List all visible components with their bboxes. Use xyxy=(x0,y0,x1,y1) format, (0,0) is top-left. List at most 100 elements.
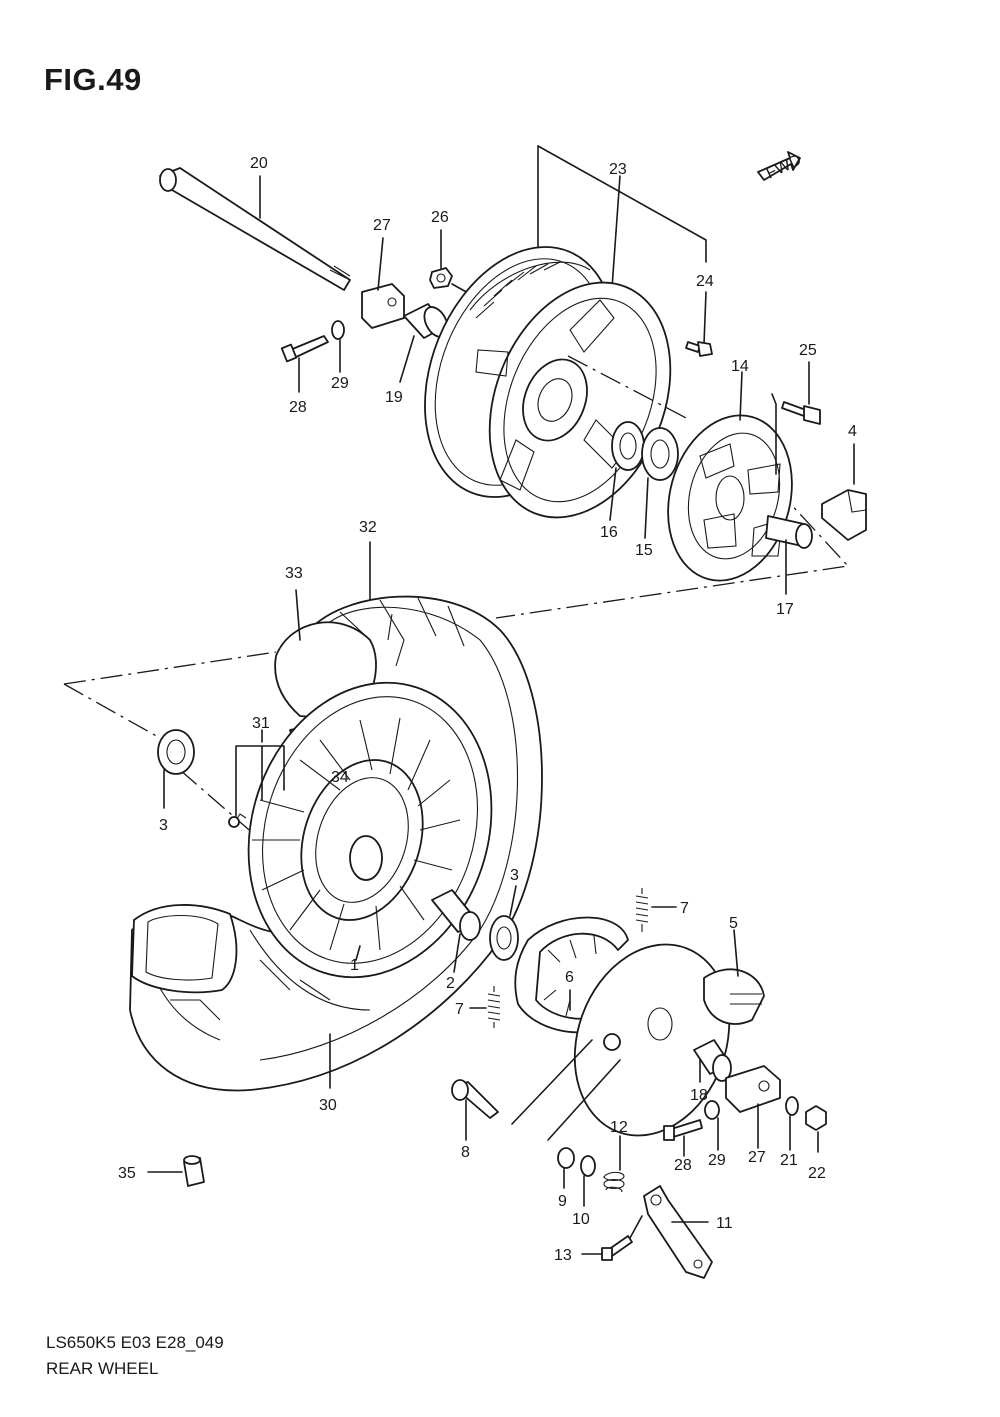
callout-35: 35 xyxy=(118,1165,136,1182)
brake-cam-spring-part xyxy=(603,1171,625,1193)
axle-nut-part xyxy=(805,1105,827,1131)
brake-cam-lever-part xyxy=(643,1185,713,1279)
callout-25: 25 xyxy=(799,342,817,359)
brake-panel-spacer-part xyxy=(693,1039,732,1082)
brake-panel-part xyxy=(573,943,765,1137)
washer-part xyxy=(580,1155,596,1177)
callout-11: 11 xyxy=(716,1215,733,1232)
callout-28: 28 xyxy=(289,399,307,416)
callout-27: 27 xyxy=(373,217,391,234)
chain-adjuster-part xyxy=(725,1065,781,1113)
inner-tube-part xyxy=(131,621,377,994)
callout-10: 10 xyxy=(572,1211,590,1228)
callout-23: 23 xyxy=(609,161,627,178)
leader-line xyxy=(703,291,707,345)
callout-4: 4 xyxy=(848,423,857,440)
callout-26: 26 xyxy=(431,209,449,226)
diagram-code: LS650K5 E03 E28_049 xyxy=(46,1333,224,1352)
brake-cam-shaft-part xyxy=(451,1079,499,1119)
callout-32: 32 xyxy=(359,519,377,536)
callout-24: 24 xyxy=(696,273,714,290)
callout-29: 29 xyxy=(331,375,349,392)
oil-seal-part xyxy=(611,421,645,471)
callout-21: 21 xyxy=(780,1152,798,1169)
callout-6: 6 xyxy=(565,969,574,986)
brake-shoe-spring-part xyxy=(487,986,501,1028)
valve-cap-part xyxy=(183,1155,205,1187)
wheel-rim-part xyxy=(247,681,493,1011)
bolt-part xyxy=(685,341,713,357)
callout-3-right: 3 xyxy=(510,867,519,884)
alignment-line xyxy=(63,683,161,739)
leader-line xyxy=(771,393,777,475)
callout-27-lower: 27 xyxy=(748,1149,766,1166)
callout-13: 13 xyxy=(554,1247,572,1264)
brake-shoe-spring-part xyxy=(635,888,649,932)
nut-part xyxy=(429,267,453,289)
callout-19: 19 xyxy=(385,389,403,406)
bolt-part xyxy=(280,335,329,363)
bolt-part xyxy=(663,1119,703,1141)
callout-17: 17 xyxy=(776,601,794,618)
spacer-part xyxy=(403,303,449,339)
washer-part xyxy=(785,1096,799,1116)
circlip-part xyxy=(557,1147,575,1169)
callout-9: 9 xyxy=(558,1193,567,1210)
bearing-part xyxy=(157,729,195,775)
nut-part xyxy=(704,1100,720,1120)
leader-line xyxy=(399,335,415,383)
leader-line xyxy=(453,933,461,973)
callout-18: 18 xyxy=(690,1087,708,1104)
callout-14: 14 xyxy=(731,358,749,375)
leader-line xyxy=(629,1215,643,1239)
callout-16: 16 xyxy=(600,524,618,541)
rear-sprocket-hub-part xyxy=(424,246,672,519)
leader-line xyxy=(509,885,517,917)
callout-7-lower: 7 xyxy=(455,1001,464,1018)
nut-part xyxy=(331,320,345,340)
drum-shaft-part xyxy=(765,515,813,549)
wheel-damper-part xyxy=(821,489,867,541)
diagram-name: REAR WHEEL xyxy=(46,1359,159,1378)
bearing-part xyxy=(641,427,679,481)
bearing-part xyxy=(489,915,519,961)
callout-5: 5 xyxy=(729,915,738,932)
leader-line xyxy=(733,929,739,977)
callout-8: 8 xyxy=(461,1144,470,1161)
callout-20: 20 xyxy=(250,155,268,172)
callout-2: 2 xyxy=(446,975,455,992)
callout-12: 12 xyxy=(610,1119,628,1136)
callout-22: 22 xyxy=(808,1165,826,1182)
leader-line xyxy=(377,237,384,291)
leader-line xyxy=(355,945,361,961)
axle-part xyxy=(159,167,351,291)
hub-spacer-part xyxy=(431,889,481,941)
bolt-part xyxy=(781,401,821,425)
leader-line xyxy=(611,175,621,289)
callout-1: 1 xyxy=(350,957,359,974)
leader-line xyxy=(644,477,649,539)
leader-line xyxy=(739,371,743,421)
callout-34: 34 xyxy=(331,769,349,786)
callout-29-lower: 29 xyxy=(708,1152,726,1169)
figure-title: FIG.49 xyxy=(44,62,142,97)
spoke-part xyxy=(228,813,247,828)
chain-adjuster-part xyxy=(361,283,405,329)
callout-3-left: 3 xyxy=(159,817,168,834)
callout-33: 33 xyxy=(285,565,303,582)
leader-line xyxy=(295,589,301,641)
fwd-label: FWD xyxy=(764,152,804,183)
leader-line xyxy=(537,145,707,263)
callout-7-upper: 7 xyxy=(680,900,689,917)
callout-28-lower: 28 xyxy=(674,1157,692,1174)
leader-line xyxy=(235,729,285,817)
leader-line xyxy=(609,467,617,521)
alignment-line xyxy=(567,355,691,421)
leader-line xyxy=(511,1039,593,1125)
callout-30: 30 xyxy=(319,1097,337,1114)
leader-line xyxy=(547,1059,621,1141)
callout-31: 31 xyxy=(252,715,270,732)
brake-shoe-part xyxy=(514,916,629,1034)
sprocket-mounting-drum-part xyxy=(667,414,793,582)
